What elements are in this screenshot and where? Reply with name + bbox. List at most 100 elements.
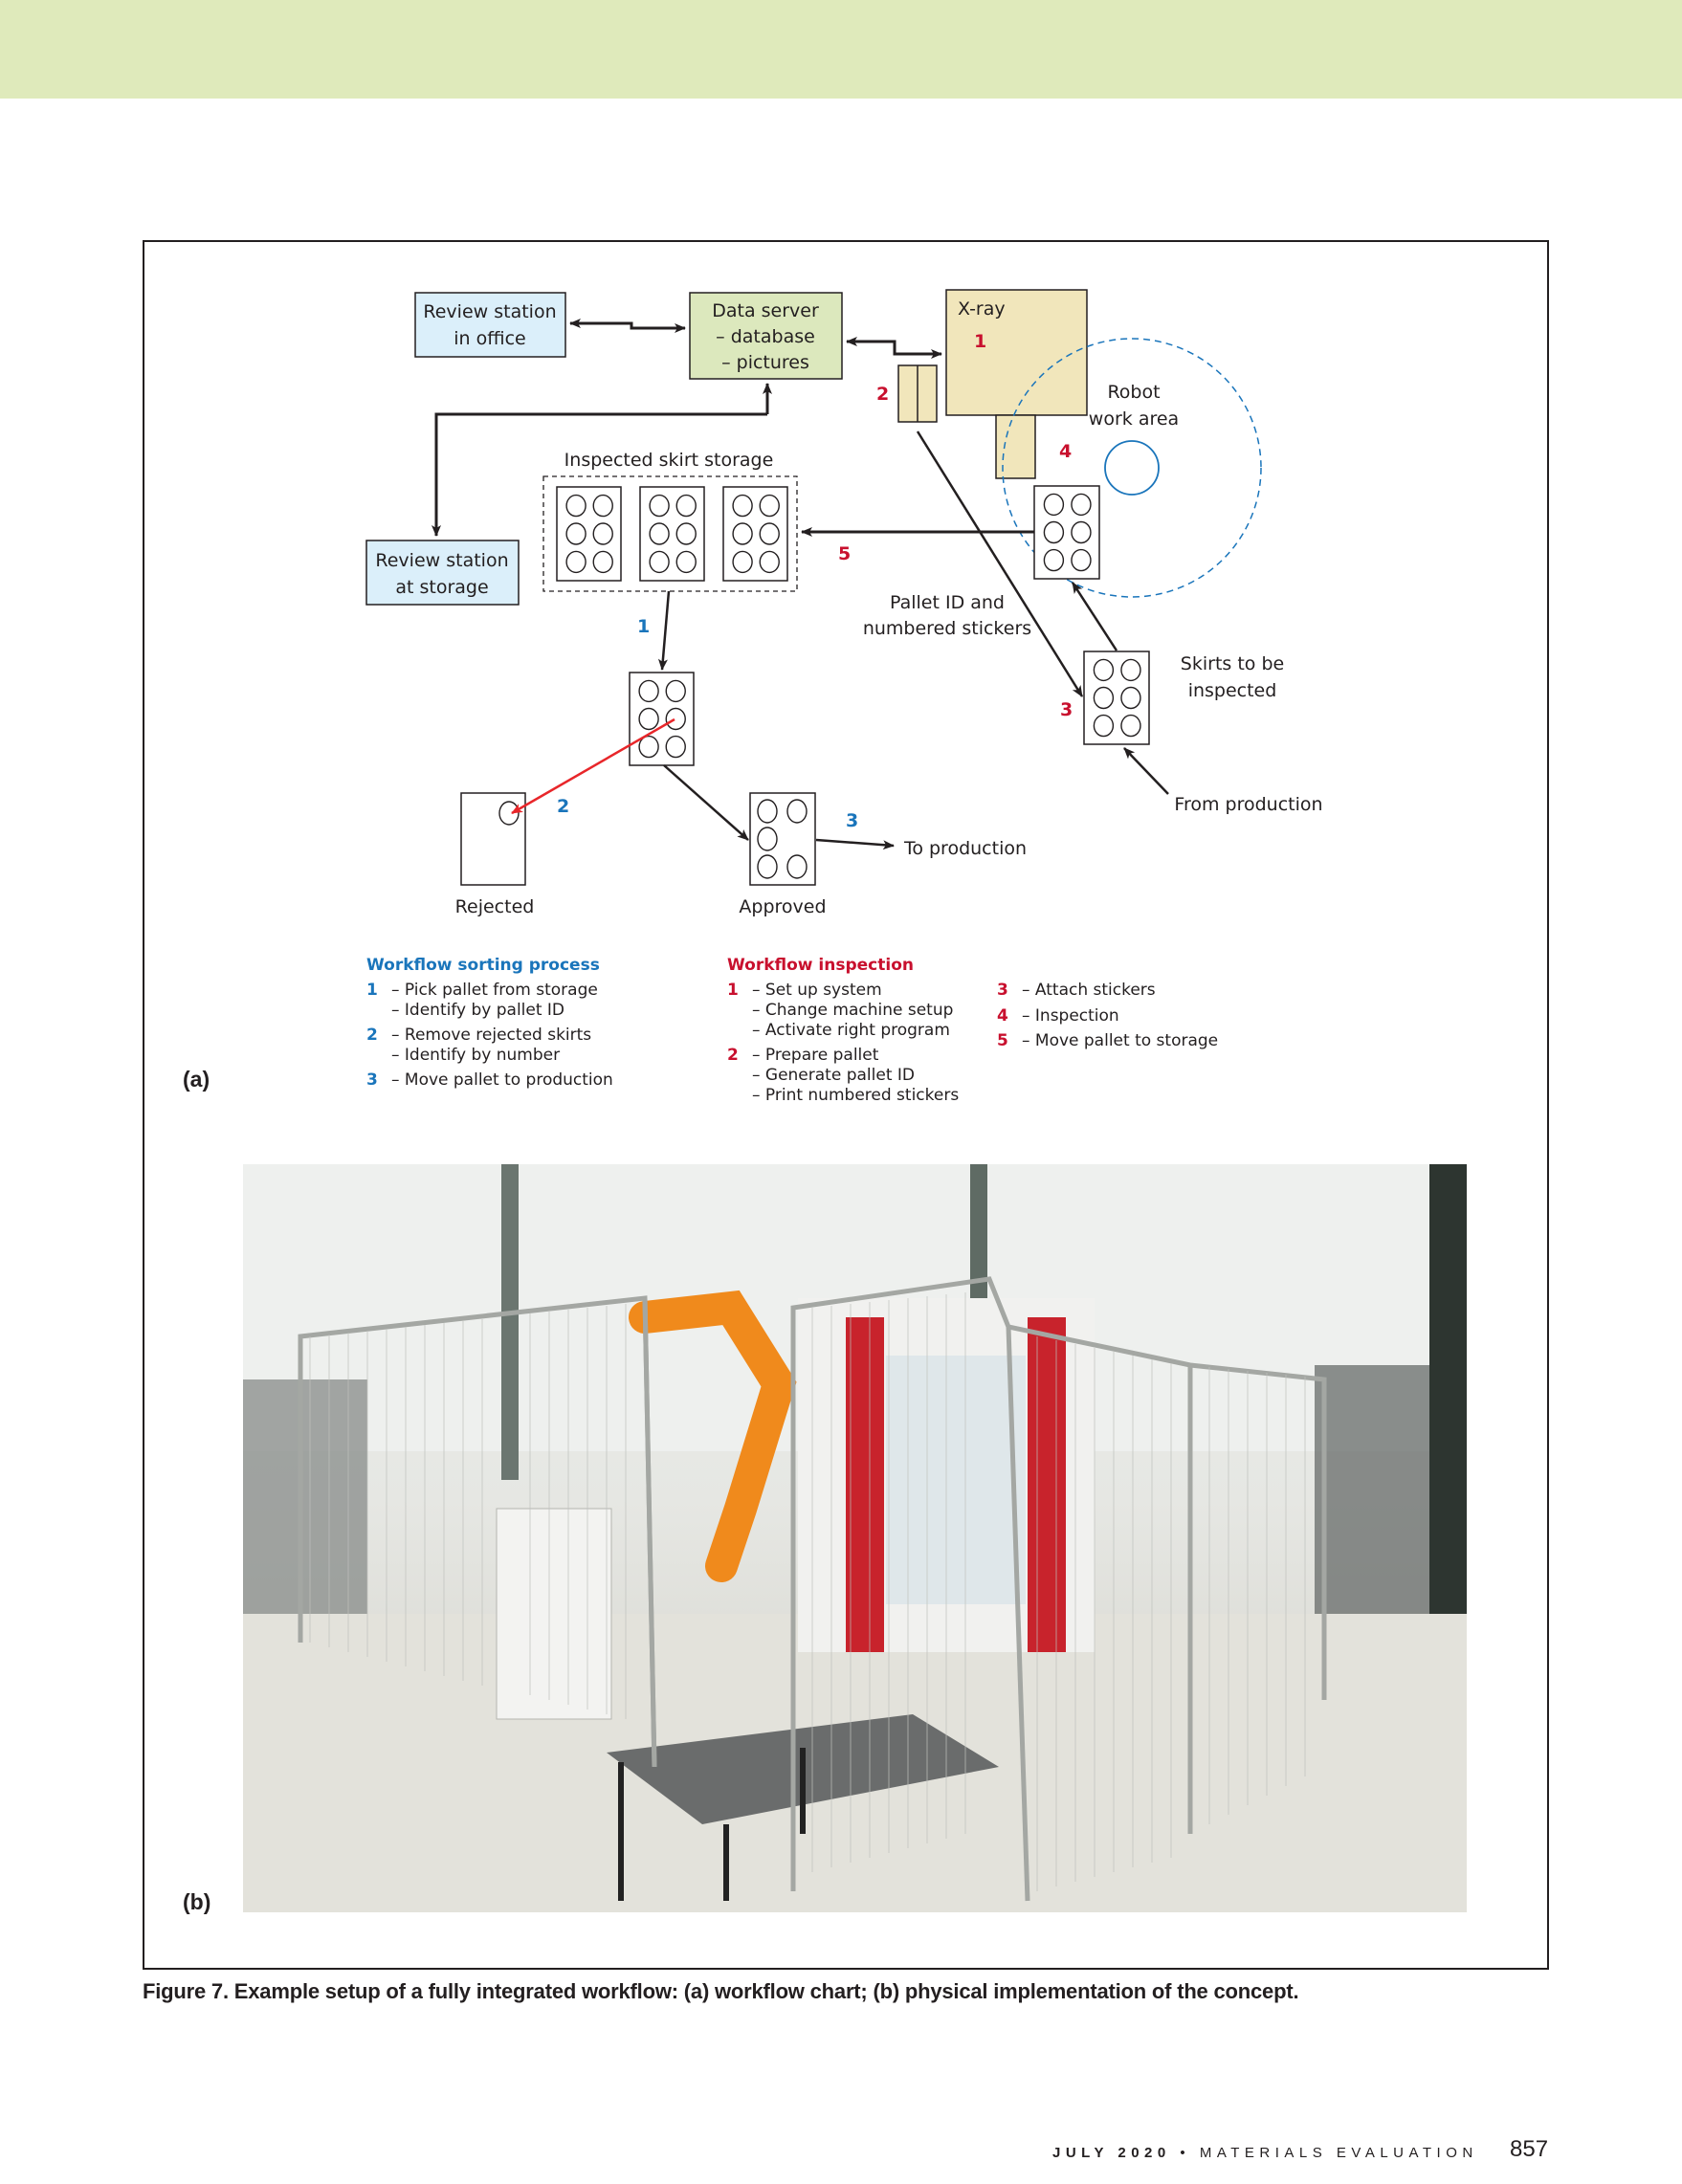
arrow-storage-to-sort <box>657 590 671 671</box>
header-band <box>0 0 1682 99</box>
workcell-photo-illustration <box>243 1164 1467 1912</box>
skirts-line1: Skirts to be <box>1181 653 1284 674</box>
arrow-stickers <box>916 430 1084 697</box>
data-server: Data server – database – pictures <box>689 292 843 380</box>
legend-inspection: Workflow inspection 1 – Set up system – … <box>727 956 1218 1105</box>
skirt-slot <box>665 735 686 759</box>
robot-area-pallet <box>1033 485 1100 580</box>
skirt-slot <box>638 679 659 703</box>
inspection-step-2-marker: 2 <box>876 384 889 405</box>
data-server-line3: – pictures <box>721 352 809 373</box>
skirt-slot <box>592 550 613 574</box>
arrow-server-to-office <box>569 319 633 328</box>
legend-inspection-num-3: 3 <box>997 981 1008 1000</box>
arrow-server-to-xray <box>893 342 942 359</box>
legend-sorting-num-2: 2 <box>366 1026 378 1045</box>
robot-work-area: Robot work area 4 <box>1002 338 1262 598</box>
skirt-slot <box>649 494 670 518</box>
skirt-slot <box>675 494 697 518</box>
legend-sorting-2b: – Identify by number <box>391 1046 560 1065</box>
legend-inspection-1a: – Set up system <box>752 981 882 1000</box>
pallet-stickers-line2: numbered stickers <box>863 618 1031 639</box>
inspection-step-5-marker: 5 <box>838 543 851 564</box>
legend-sorting-2a: – Remove rejected skirts <box>391 1026 591 1045</box>
skirt-slot <box>565 522 586 545</box>
footer-separator: • <box>1180 2145 1191 2161</box>
legend-inspection-num-2: 2 <box>727 1046 739 1065</box>
inspected-skirt-storage: Inspected skirt storage <box>542 450 798 592</box>
legend-inspection-2c: – Print numbered stickers <box>752 1086 959 1105</box>
legend-sorting-num-1: 1 <box>366 981 378 1000</box>
legend-inspection-1b: – Change machine setup <box>752 1001 953 1020</box>
skirt-slot <box>565 550 586 574</box>
arrow-to-review-storage <box>432 412 767 537</box>
workcell-photo <box>243 1164 1467 1912</box>
skirt-slot <box>759 494 780 518</box>
skirt-slot <box>1120 686 1141 710</box>
pallet-stickers-line1: Pallet ID and <box>890 592 1005 613</box>
sorting-step-1-marker: 1 <box>637 616 650 637</box>
skirt-slot <box>649 550 670 574</box>
skirt-slot <box>675 550 697 574</box>
skirt-slot <box>1043 520 1065 544</box>
skirt-slot <box>1071 493 1092 517</box>
skirts-line2: inspected <box>1188 680 1277 701</box>
legend-sorting-3a: – Move pallet to production <box>391 1070 613 1090</box>
figure-frame <box>143 240 1549 1970</box>
legend-inspection-title: Workflow inspection <box>727 956 914 975</box>
legend-inspection-4a: – Inspection <box>1022 1006 1119 1026</box>
from-production-label: From production <box>1174 794 1322 815</box>
legend-inspection-3a: – Attach stickers <box>1022 981 1156 1000</box>
legend-sorting-1a: – Pick pallet from storage <box>391 981 598 1000</box>
inspection-step-3-marker: 3 <box>1060 699 1073 720</box>
xray-label: X-ray <box>958 298 1006 320</box>
skirt-slot <box>649 522 670 545</box>
figure-caption: Figure 7. Example setup of a fully integ… <box>143 1979 1299 2003</box>
storage-pallet-1 <box>556 486 622 582</box>
legend-sorting-num-3: 3 <box>366 1070 378 1090</box>
legend-inspection-num-4: 4 <box>997 1006 1008 1026</box>
page-footer: JULY 2020 • MATERIALS EVALUATION <box>1052 2145 1478 2161</box>
incoming-pallet <box>1083 651 1150 745</box>
skirt-slot <box>1043 493 1065 517</box>
footer-date: JULY 2020 <box>1052 2145 1171 2161</box>
skirt-slot <box>1093 714 1115 738</box>
legend-inspection-1c: – Activate right program <box>752 1021 950 1040</box>
skirt-slot <box>638 735 659 759</box>
robot-base-icon <box>1104 440 1160 496</box>
review-storage-line1: Review station <box>375 550 508 571</box>
legend-inspection-2a: – Prepare pallet <box>752 1046 879 1065</box>
review-station-storage: Review station at storage <box>365 540 520 606</box>
legend-inspection-num-5: 5 <box>997 1031 1008 1050</box>
storage-label: Inspected skirt storage <box>564 450 774 471</box>
skirt-slot <box>1120 714 1141 738</box>
rejected-bin: Rejected <box>455 792 534 917</box>
skirt-slot <box>565 494 586 518</box>
storage-pallet-3 <box>722 486 788 582</box>
approved-label: Approved <box>739 896 826 917</box>
skirt-slot <box>759 522 780 545</box>
skirt-slot <box>1071 548 1092 572</box>
footer-journal: MATERIALS EVALUATION <box>1199 2145 1478 2161</box>
robot-area-line2: work area <box>1089 408 1179 430</box>
legend-inspection-num-1: 1 <box>727 981 739 1000</box>
skirt-slot <box>665 707 686 731</box>
review-station-office: Review station in office <box>414 292 566 358</box>
skirt-slot <box>1093 658 1115 682</box>
approved-pallet: Approved <box>739 792 827 917</box>
to-production-label: To production <box>903 838 1027 859</box>
panel-b-label: (b) <box>183 1889 211 1914</box>
skirt-slot <box>675 522 697 545</box>
arrow-to-approved <box>663 764 749 841</box>
arrow-from-production <box>1123 747 1169 795</box>
legend-sorting-title: Workflow sorting process <box>366 956 600 975</box>
sorting-pallet <box>629 672 695 766</box>
legend-inspection-5a: – Move pallet to storage <box>1022 1031 1218 1050</box>
legend-inspection-2b: – Generate pallet ID <box>752 1066 915 1085</box>
skirt-slot <box>1120 658 1141 682</box>
skirt-slot <box>1043 548 1065 572</box>
arrow-to-production <box>815 838 895 850</box>
arrow-to-robot <box>1071 582 1118 651</box>
skirt-slot <box>665 679 686 703</box>
workflow-diagram: Review station in office Data server – d… <box>365 289 1323 1105</box>
